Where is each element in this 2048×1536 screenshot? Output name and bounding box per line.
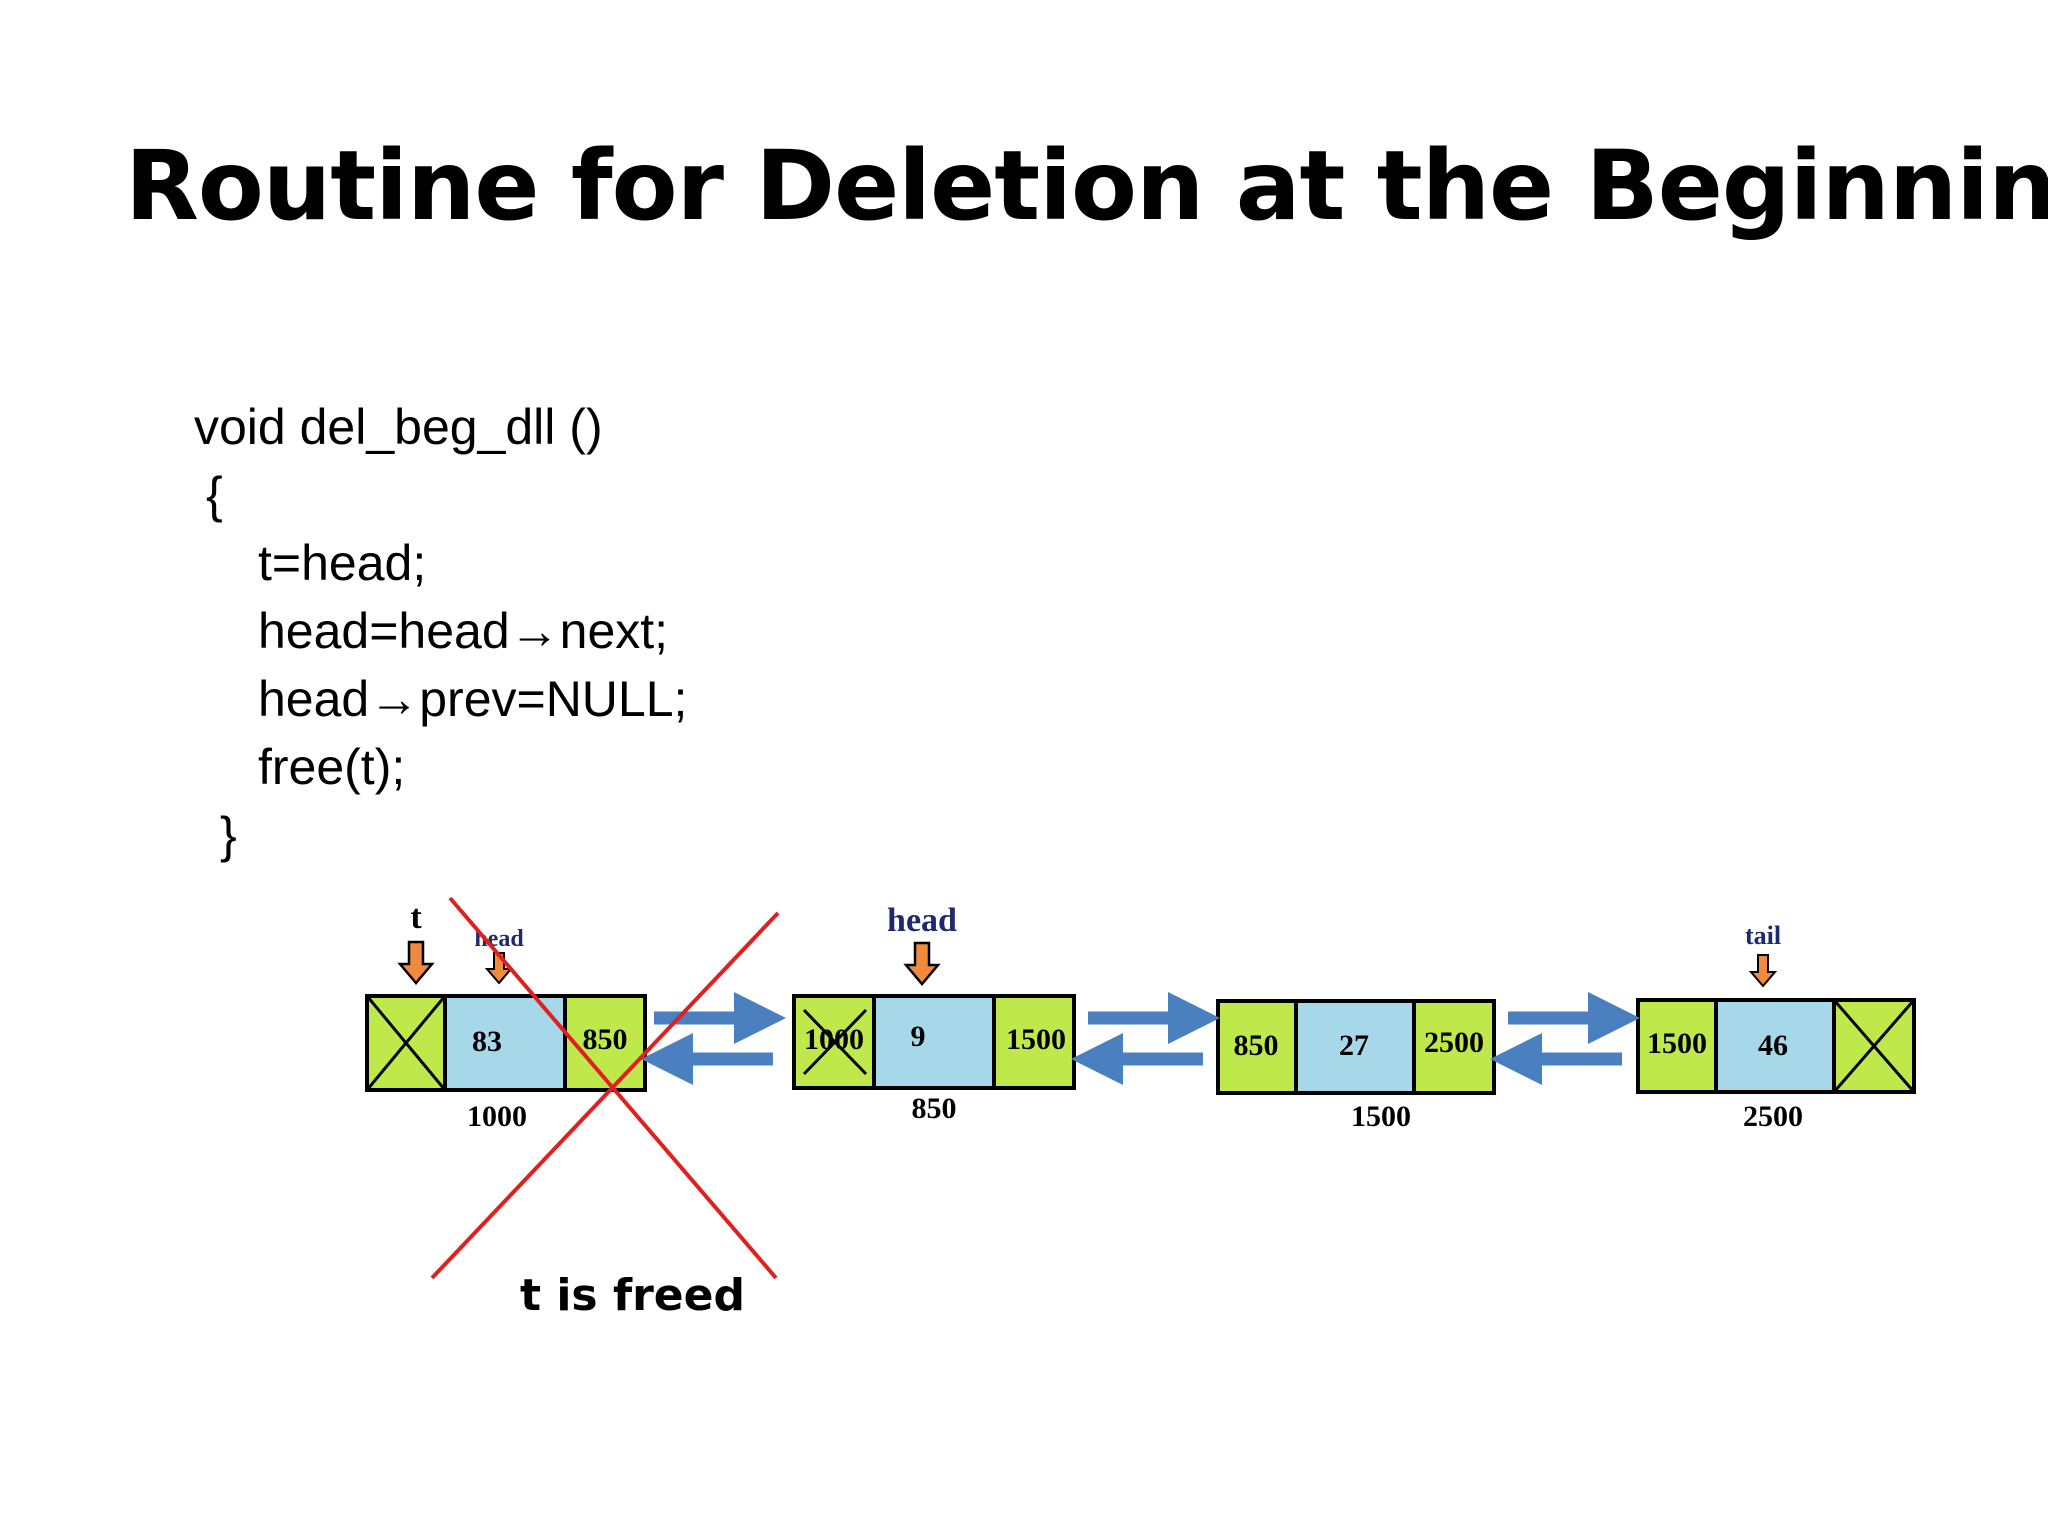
node-address: 1500 [1351,1100,1411,1133]
pointer-arrow-icon [397,940,435,985]
node-data: 9 [911,1020,926,1053]
node-3: 850 27 2500 1500 [1216,999,1496,1133]
code-line: void del_beg_dll () [194,399,603,455]
node-address: 2500 [1743,1100,1803,1133]
node-data: 83 [472,1025,502,1058]
node-prev-field [1216,999,1298,1095]
node-data-field [872,994,996,1090]
node-data: 27 [1339,1029,1369,1062]
pointer-arrow-icon [1748,954,1778,988]
pointer-arrow-icon [903,941,941,986]
code-line: free(t); [258,739,406,795]
pointer-arrow-icon [484,952,514,985]
links [641,992,1640,1085]
node-data: 46 [1758,1029,1788,1062]
null-cross-icon [1832,999,1916,1093]
freed-caption: t is freed [520,1270,745,1321]
node-prev: 1500 [1647,1027,1707,1060]
node-4: 1500 46 2500 [1636,998,1916,1133]
code-line: head=head→next; [258,603,669,659]
code-line: head→prev=NULL; [258,671,688,727]
node-2: 1000 9 1500 850 [792,994,1076,1125]
pointer-head-label: head [887,902,957,939]
deletion-cross-icon [430,896,780,1280]
node-next: 1500 [1006,1023,1066,1056]
code-line: t=head; [258,535,427,591]
code-line: } [220,807,237,863]
node-address: 1000 [467,1100,527,1133]
node-next-field [992,994,1076,1090]
null-cross-icon [365,995,447,1091]
pointer-tail-label: tail [1745,921,1781,950]
node-1: 83 850 1000 [365,994,647,1133]
pointer-t-label: t [410,899,422,936]
node-address: 850 [912,1092,957,1125]
code-line: { [206,467,223,523]
node-prev: 850 [1234,1029,1279,1062]
node-next-field [563,994,647,1092]
strike-icon [802,1008,868,1076]
node-next: 2500 [1424,1026,1484,1059]
slide-title: Routine for Deletion at the Beginning [125,130,2048,242]
node-next: 850 [583,1023,628,1056]
pointers: t head head tail [397,899,1781,988]
pointer-old-head-label: head [474,926,524,952]
